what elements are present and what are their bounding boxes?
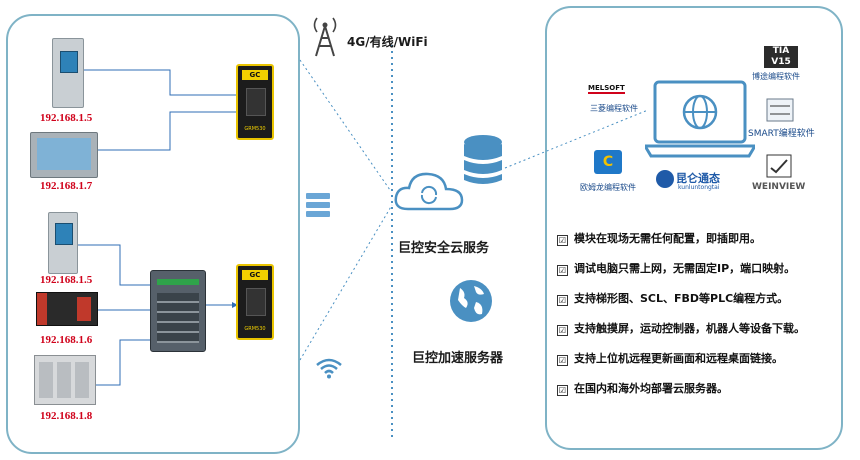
gateway-top: GC GRM530	[236, 64, 274, 140]
omron-logo-icon: C	[594, 150, 622, 174]
network-switch	[150, 270, 206, 352]
plc-s7-1500-bottom	[48, 212, 78, 274]
ip-label-2: 192.168.1.7	[40, 180, 93, 192]
right-panel	[545, 6, 843, 450]
kunlun-logo: 昆仑通态	[676, 172, 720, 185]
smart-logo-icon	[766, 98, 794, 122]
accel-server-label: 巨控加速服务器	[412, 351, 504, 366]
gateway-bottom: GC GRM530	[236, 264, 274, 340]
melsoft-logo: MELSOFT	[588, 84, 625, 94]
servo-controller	[34, 355, 96, 405]
feature-6: ☑在国内和海外均部署云服务器。	[557, 382, 728, 396]
laptop-icon	[645, 80, 755, 158]
melsoft-label: 三菱编程软件	[590, 104, 638, 113]
network-label: 4G/有线/WiFi	[347, 35, 428, 49]
ip-label-4: 192.168.1.6	[40, 334, 93, 346]
globe-icon	[450, 280, 492, 322]
omron-label: 欧姆龙编程软件	[580, 183, 636, 192]
gateway-model: GRM530	[244, 326, 266, 332]
check-icon: ☑	[557, 325, 568, 336]
weinview-icon	[766, 154, 792, 178]
feature-1: ☑模块在现场无需任何配置，即插即用。	[557, 232, 761, 246]
kunlun-sub: kunluntongtai	[678, 184, 720, 191]
feature-5: ☑支持上位机远程更新画面和远程桌面链接。	[557, 352, 783, 366]
feature-3: ☑支持梯形图、SCL、FBD等PLC编程方式。	[557, 292, 789, 306]
hmi-panel	[30, 132, 98, 178]
kunlun-icon	[656, 170, 674, 188]
weinview-label: WEINVIEW	[752, 182, 806, 192]
check-icon: ☑	[557, 385, 568, 396]
check-icon: ☑	[557, 265, 568, 276]
tia-label: 博途编程软件	[752, 72, 800, 81]
ip-label-5: 192.168.1.8	[40, 410, 93, 422]
server-rack-icon	[306, 193, 330, 217]
cloud-service-label: 巨控安全云服务	[398, 241, 490, 256]
cloud-icon	[394, 172, 464, 211]
smart-label: SMART编程软件	[748, 129, 815, 139]
database-icon	[464, 135, 502, 184]
check-icon: ☑	[557, 355, 568, 366]
gateway-model: GRM530	[244, 126, 266, 132]
check-icon: ☑	[557, 295, 568, 306]
gateway-brand: GC	[242, 270, 268, 280]
tia-logo: TIA V15	[764, 46, 798, 68]
ip-label-1: 192.168.1.5	[40, 112, 93, 124]
cell-tower-icon	[313, 17, 337, 57]
feature-2: ☑调试电脑只需上网，无需固定IP，端口映射。	[557, 262, 796, 276]
feature-4: ☑支持触摸屏，运动控制器，机器人等设备下载。	[557, 322, 805, 336]
wifi-icon	[316, 358, 342, 379]
plc-s7-1500-top	[52, 38, 84, 108]
check-icon: ☑	[557, 235, 568, 246]
gateway-brand: GC	[242, 70, 268, 80]
ip-label-3: 192.168.1.5	[40, 274, 93, 286]
mitsubishi-plc	[36, 292, 98, 326]
